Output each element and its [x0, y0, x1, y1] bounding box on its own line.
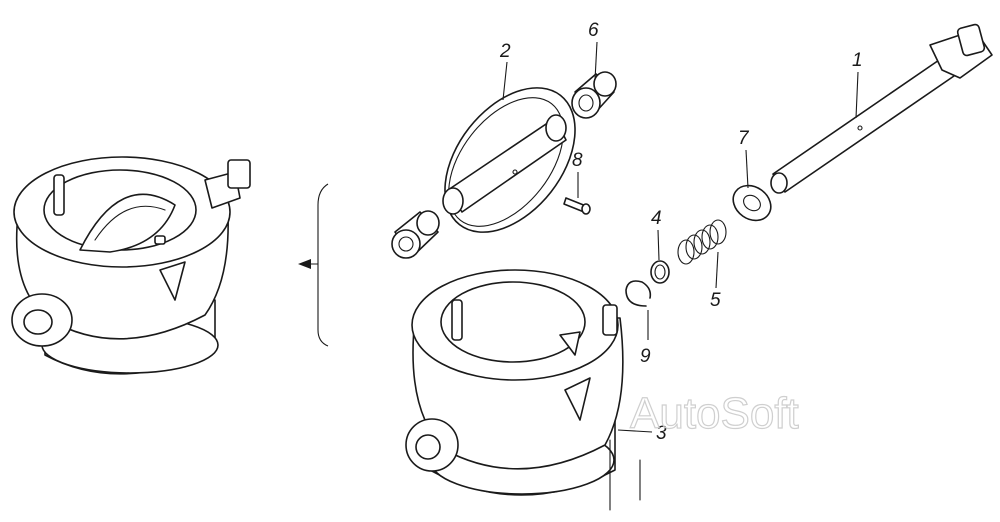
- assembled-valve: [11, 156, 251, 375]
- watermark-text: AutoSoft: [630, 389, 799, 438]
- part-9-retaining-ring: [625, 280, 652, 307]
- label-part-8: 8: [572, 150, 583, 171]
- part-5-spring: [677, 219, 727, 265]
- part-7-washer: [732, 184, 772, 222]
- part-1-shaft: [770, 23, 993, 194]
- part-8-pin: [563, 197, 591, 215]
- label-part-4: 4: [651, 208, 662, 229]
- label-part-7: 7: [738, 128, 750, 149]
- leader-lines: [502, 41, 859, 433]
- part-3-housing: [405, 269, 641, 511]
- part-6-bushing-top: [571, 71, 617, 119]
- part-4-ring: [650, 260, 670, 284]
- part-labels: 1 2 3 4 5 6 7 8 9: [499, 20, 863, 444]
- part-2-throttle-disc: [442, 87, 576, 233]
- part-6-bushing-bottom: [391, 210, 440, 259]
- assembly-arrow: [298, 183, 329, 347]
- label-part-6: 6: [588, 20, 599, 41]
- label-part-9: 9: [640, 346, 651, 367]
- label-part-1: 1: [852, 50, 863, 71]
- label-part-5: 5: [710, 290, 721, 311]
- label-part-3: 3: [656, 423, 667, 444]
- label-part-2: 2: [499, 41, 511, 62]
